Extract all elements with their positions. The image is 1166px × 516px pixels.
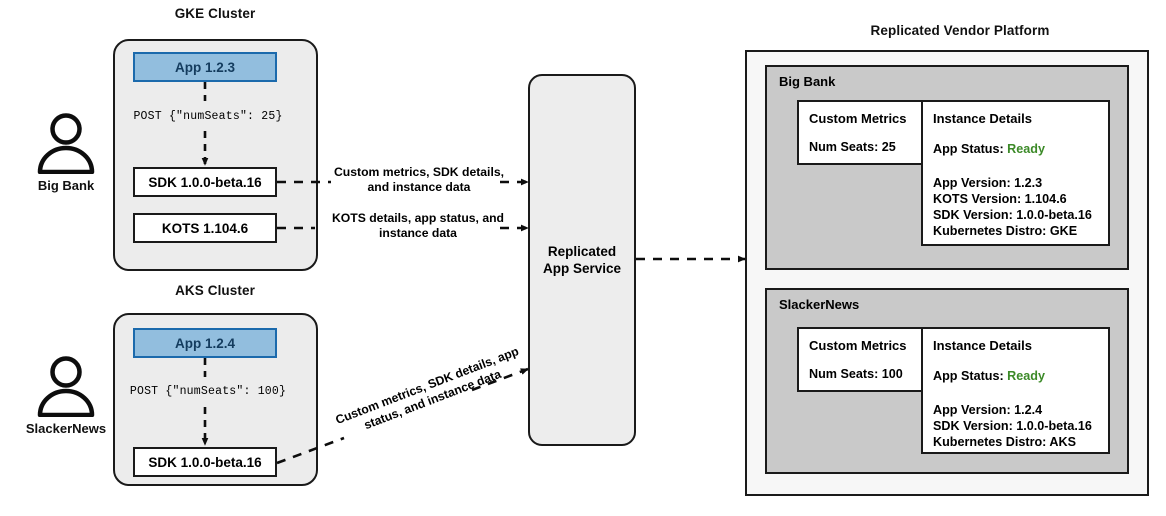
person-icon [30,112,102,175]
num-seats-slackernews: Num Seats: 100 [809,367,903,381]
instance-detail-line: SDK Version: 1.0.0-beta.16 [933,208,1092,222]
instance-detail-lines-slackernews: App Version: 1.2.4 SDK Version: 1.0.0-be… [933,402,1092,450]
app-status-label: App Status: [933,142,1004,156]
instance-details-panel-slackernews [921,327,1110,454]
instance-details-panel-big-bank [921,100,1110,246]
instance-detail-line: SDK Version: 1.0.0-beta.16 [933,419,1092,433]
status-badge: Ready [1007,369,1045,383]
app-status-label: App Status: [933,369,1004,383]
platform-title: Replicated Vendor Platform [870,23,1050,38]
instance-detail-line: KOTS Version: 1.104.6 [933,192,1067,206]
aks-post-label: POST {"numSeats": 100} [129,385,287,398]
person-icon [30,355,102,418]
tenant-name-slackernews: SlackerNews [779,297,860,312]
instance-detail-line: Kubernetes Distro: GKE [933,224,1078,238]
gke-app-box[interactable]: App 1.2.3 [133,52,277,82]
instance-detail-lines-big-bank: App Version: 1.2.3 KOTS Version: 1.104.6… [933,175,1092,239]
instance-detail-line: Kubernetes Distro: AKS [933,435,1076,449]
gke-post-label: POST {"numSeats": 25} [133,110,283,123]
replicated-app-service-box[interactable]: Replicated App Service [528,74,636,446]
custom-metrics-heading-slackernews: Custom Metrics [809,338,907,353]
actor-label-slackernews: SlackerNews [25,421,107,436]
status-badge: Ready [1007,142,1045,156]
gke-kots-box[interactable]: KOTS 1.104.6 [133,213,277,243]
custom-metrics-heading-big-bank: Custom Metrics [809,111,907,126]
instance-detail-line: App Version: 1.2.3 [933,176,1043,190]
gke-cluster-title: GKE Cluster [174,6,256,21]
custom-metrics-panel-big-bank [797,100,925,165]
aks-cluster-title: AKS Cluster [175,283,255,298]
aks-app-box[interactable]: App 1.2.4 [133,328,277,358]
service-line-1: Replicated [547,244,617,259]
tenant-name-big-bank: Big Bank [779,74,836,89]
service-line-2: App Service [542,261,622,276]
gke-sdk-box[interactable]: SDK 1.0.0-beta.16 [133,167,277,197]
custom-metrics-panel-slackernews [797,327,925,392]
aks-sdk-box[interactable]: SDK 1.0.0-beta.16 [133,447,277,477]
edge-label-aks-text: Custom metrics, SDK details, app status,… [333,344,521,433]
actor-label-big-bank: Big Bank [37,178,95,193]
edge-label-kots-to-service: KOTS details, app status, and instance d… [331,211,504,240]
instance-detail-line: App Version: 1.2.4 [933,403,1043,417]
edge-label-aks-to-service: Custom metrics, SDK details, app status,… [331,343,528,443]
instance-details-heading-big-bank: Instance Details [933,111,1032,126]
num-seats-big-bank: Num Seats: 25 [809,140,896,154]
edge-label-sdk-to-service: Custom metrics, SDK details, and instanc… [334,165,504,194]
instance-details-heading-slackernews: Instance Details [933,338,1032,353]
app-status-big-bank: App Status: Ready [933,141,1045,157]
app-status-slackernews: App Status: Ready [933,368,1045,384]
